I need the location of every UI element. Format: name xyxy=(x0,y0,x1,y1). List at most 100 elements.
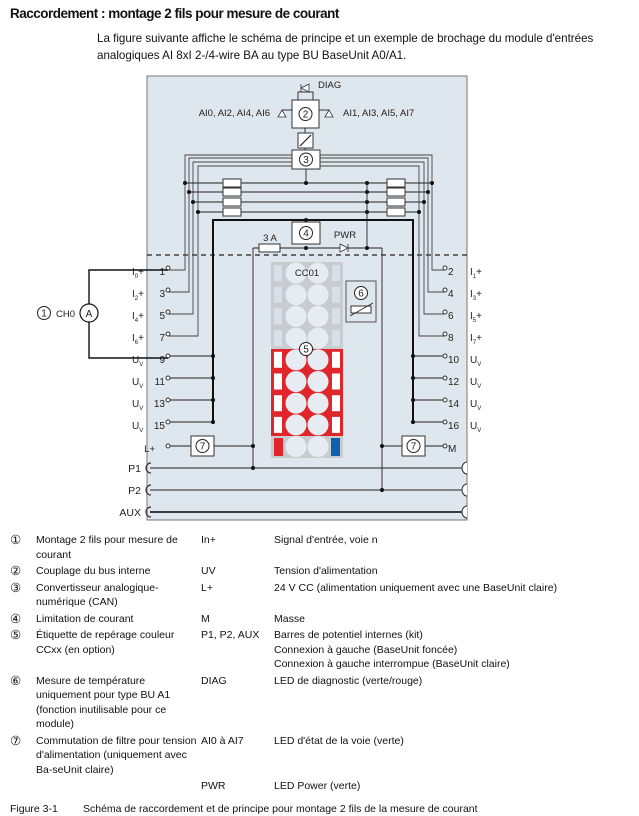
terminal-lplus xyxy=(165,443,171,449)
legend-marker: ② xyxy=(10,564,22,578)
legend-marker xyxy=(10,779,36,794)
legend-desc: LED de diagnostic (verte/rouge) xyxy=(274,674,423,687)
junction-dot xyxy=(183,181,187,185)
terminal-label: UV xyxy=(470,421,481,434)
terminal-number: 8 xyxy=(448,333,454,344)
legend-row: ⑥ Mesure de température uniquement pour … xyxy=(10,674,639,732)
terminal-8 xyxy=(442,331,448,337)
terminal-number: 9 xyxy=(159,355,165,366)
label-cell xyxy=(285,371,307,392)
terminal-number: 13 xyxy=(154,399,166,410)
bar-connector-right xyxy=(461,461,468,475)
label-cell xyxy=(307,305,329,327)
m-label: M xyxy=(448,444,456,455)
legend-marker: ④ xyxy=(10,611,22,626)
label-cell xyxy=(285,327,307,349)
pwr-led-icon xyxy=(339,243,349,253)
bar-connector-left xyxy=(145,462,152,474)
cc-label: CC01 xyxy=(295,268,319,279)
junction-dot xyxy=(211,354,215,358)
legend-code: P1, P2, AUX xyxy=(201,629,260,641)
terminal-label: I1+ xyxy=(470,267,482,280)
legend-text: Mesure de température uniquement pour ty… xyxy=(36,674,171,731)
junction-dot xyxy=(411,420,415,424)
legend-code: AI0 à AI7 xyxy=(201,734,244,747)
terminal-6 xyxy=(442,309,448,315)
junction-dot xyxy=(251,466,255,470)
ai-even-label: AI0, AI2, AI4, AI6 xyxy=(199,108,270,119)
label-cell xyxy=(285,436,307,458)
marker-7-circle xyxy=(195,439,210,453)
junction-dot xyxy=(211,376,215,380)
terminal-number: 7 xyxy=(159,333,165,344)
resistor-right xyxy=(386,187,406,197)
junction-dot xyxy=(211,398,215,402)
signal-wire-right xyxy=(320,154,445,271)
signal-wire-right xyxy=(320,161,445,315)
resistor-left xyxy=(222,178,242,188)
pwr-label: PWR xyxy=(334,230,356,241)
legend-desc: Signal d'entrée, voie n xyxy=(274,534,378,546)
terminal-label: UV xyxy=(470,377,481,390)
label-cell xyxy=(307,371,329,392)
terminal-label: UV xyxy=(132,355,143,368)
legend-marker: ① xyxy=(10,533,22,547)
terminal-15 xyxy=(165,419,171,425)
terminal-number: 5 xyxy=(159,311,165,322)
ammeter-icon xyxy=(79,303,99,323)
legend-desc: Tension d'alimentation xyxy=(274,565,378,577)
label-cell xyxy=(285,284,307,306)
junction-dot xyxy=(422,200,426,204)
legend-text: Limitation de courant xyxy=(36,612,134,625)
terminal-12 xyxy=(442,375,448,381)
legend-desc: Barres de potentiel internes (kit) xyxy=(274,629,423,641)
junction-dot xyxy=(211,420,215,424)
color-label-red-tab xyxy=(274,438,283,456)
junction-dot xyxy=(196,210,200,214)
legend-text: Étiquette de repérage couleur CCxx (en o… xyxy=(36,629,175,656)
signal-wire-right xyxy=(320,157,445,293)
marker-4-number: 4 xyxy=(303,229,309,240)
label-cell xyxy=(285,392,307,414)
channel-led-even-icon xyxy=(277,109,287,118)
label-tab xyxy=(274,286,282,303)
figure-number: Figure 3-1 xyxy=(10,802,58,815)
legend-row: ⑦ Commutation de filtre pour tension d'a… xyxy=(10,734,639,778)
junction-dot xyxy=(191,200,195,204)
terminal-label: I6+ xyxy=(132,333,144,346)
diag-label: DIAG xyxy=(318,80,341,91)
label-tab xyxy=(274,416,282,433)
terminal-number: 12 xyxy=(448,377,460,388)
junction-dot xyxy=(187,190,191,194)
label-cell xyxy=(307,262,329,284)
legend-desc: LED d'état de la voie (verte) xyxy=(274,734,404,747)
legend-row: ④ Limitation de courant M Masse xyxy=(10,612,639,627)
legend-desc: Connexion à gauche interrompue (BaseUnit… xyxy=(274,658,510,670)
junction-dot xyxy=(380,488,384,492)
legend-desc: 24 V CC (alimentation uniquement avec un… xyxy=(274,581,558,594)
legend-marker: ⑤ xyxy=(10,628,22,642)
terminal-label: UV xyxy=(132,377,143,390)
resistor-left xyxy=(222,207,242,217)
terminal-number: 3 xyxy=(159,289,165,300)
terminal-number: 6 xyxy=(448,311,454,322)
terminal-14 xyxy=(442,397,448,403)
terminal-number: 10 xyxy=(448,355,460,366)
figure-caption-row: Figure 3-1 Schéma de raccordement et de … xyxy=(10,802,639,816)
terminal-label: I0+ xyxy=(132,267,144,280)
terminal-label: UV xyxy=(132,421,143,434)
intro-paragraph: La figure suivante affiche le schéma de … xyxy=(97,32,594,62)
legend-text: Convertisseur analogique-numérique (CAN) xyxy=(36,581,159,609)
terminal-label: I3+ xyxy=(470,289,482,302)
label-tab xyxy=(332,330,340,347)
signal-wire-left xyxy=(168,154,292,271)
terminal-number: 14 xyxy=(448,399,460,410)
label-tab xyxy=(274,373,282,390)
bar-connector-left xyxy=(145,506,152,518)
junction-dot xyxy=(411,398,415,402)
terminal-m xyxy=(442,443,448,449)
terminal-5 xyxy=(165,309,171,315)
signal-wire-right xyxy=(320,165,445,337)
legend-row: ⑤ Étiquette de repérage couleur CCxx (en… xyxy=(10,628,639,672)
